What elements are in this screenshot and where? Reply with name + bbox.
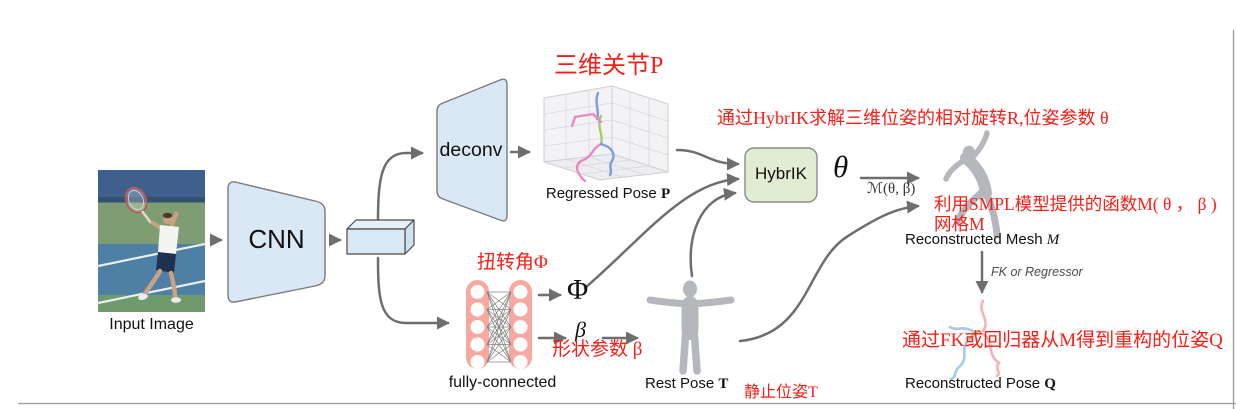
cnn-label: CNN (248, 224, 305, 254)
annotation-fk-note: 通过FK或回归器从M得到重构的位姿Q (902, 330, 1223, 351)
reconstructed-pose-skeleton (948, 299, 1001, 381)
var-Q: Q (1044, 376, 1056, 392)
annotation-smpl-line2: 网格M (934, 214, 985, 234)
reconstructed-pose-label: Reconstructed Pose Q (905, 375, 1056, 392)
arrow-phi-to-hybrik (583, 173, 740, 290)
reconstructed-mesh-label: Reconstructed Mesh M (905, 231, 1060, 248)
flow-arrows (209, 145, 989, 345)
fk-or-regressor-label: FK or Regressor (991, 265, 1083, 279)
branch-to-deconv (376, 146, 424, 226)
mesh-function-label: ℳ(θ, β) (867, 181, 916, 197)
theta-symbol: θ (833, 149, 849, 184)
var-P: P (660, 186, 671, 202)
annotation-smpl-line1: 利用SMPL模型提供的函数M( θ ， β ) (934, 194, 1217, 214)
hybrik-block (744, 147, 818, 203)
annotation-twist-angle: 扭转角Φ (477, 252, 548, 273)
cnn-block (227, 181, 326, 303)
regressed-pose-plot (543, 85, 669, 183)
arrow-restpose-to-hybrik (689, 187, 737, 278)
input-image-label: Input Image (109, 316, 194, 333)
input-image-photo (98, 170, 205, 312)
plot-grid (543, 90, 669, 178)
phi-symbol: Φ (567, 274, 589, 306)
annotation-hybrik-note: 通过HybrIK求解三维位姿的相对旋转R,位姿参数 θ (717, 108, 1109, 128)
rest-pose-label: Rest Pose T (645, 375, 729, 392)
arrow-pose-to-hybrik (675, 148, 740, 171)
rest-pose-figure (646, 280, 735, 375)
arrow-restpose-to-meshfn (738, 200, 920, 343)
feature-box (346, 219, 415, 255)
beta-symbol: β (575, 317, 586, 342)
annotation-3d-joints: 三维关节P (554, 53, 664, 79)
tennis-player (98, 186, 205, 305)
regressed-pose-label: Regressed Pose P (545, 185, 671, 202)
fc-neurons (470, 285, 528, 369)
hybrik-label: HybrIK (755, 164, 807, 183)
fc-connections (486, 291, 512, 363)
racket-icon (124, 186, 148, 214)
page-border (18, 30, 1236, 409)
reconstructed-mesh-figure (943, 130, 1001, 239)
deconv-label: deconv (439, 139, 503, 161)
var-M: M (1046, 232, 1060, 248)
plot-skeleton (570, 91, 615, 183)
annotation-shape-param: 形状参数 β (552, 339, 643, 360)
fully-connected-label: fully-connected (448, 374, 557, 391)
var-T: T (718, 376, 729, 392)
branch-to-fc (376, 256, 450, 330)
deconv-block (436, 78, 508, 222)
fully-connected-network (466, 280, 532, 369)
annotation-rest-pose: 静止位姿T (744, 384, 818, 401)
